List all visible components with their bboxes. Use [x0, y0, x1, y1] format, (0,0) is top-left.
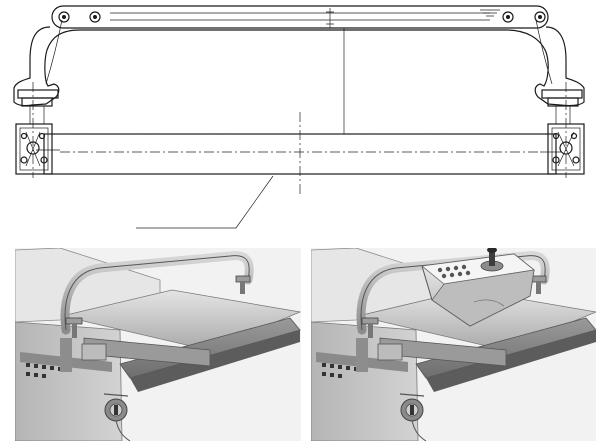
- right-clamp-assembly: [540, 82, 585, 178]
- control-console: [421, 248, 535, 327]
- tabletop-outline: [43, 112, 557, 196]
- keyhole-icon: [104, 398, 128, 422]
- photo-left: [15, 248, 301, 441]
- clamp-knob: [65, 317, 83, 338]
- leader-line: [136, 175, 274, 229]
- console-buttons: [437, 264, 471, 279]
- photo-right: [311, 248, 596, 441]
- joystick-icon: [480, 248, 504, 272]
- left-clamp-assembly: [15, 82, 60, 178]
- bolt-icon: [534, 11, 546, 23]
- bolt-icon: [502, 11, 514, 23]
- bolt-icon: [58, 11, 70, 23]
- bolt-icon: [89, 11, 101, 23]
- clamp-knob: [361, 317, 379, 338]
- arch-bar: [13, 5, 585, 135]
- technical-drawing: [13, 5, 585, 229]
- clamp-knob: [235, 275, 251, 294]
- keyhole-icon: [400, 398, 424, 422]
